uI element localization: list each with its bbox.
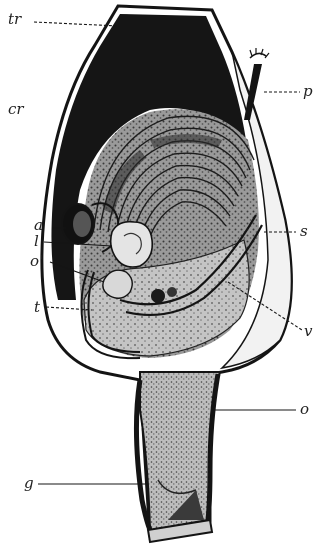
stem [136, 372, 220, 542]
label-v: v [304, 324, 312, 339]
label-o: o [300, 402, 309, 417]
lobed-structure-l [111, 222, 153, 267]
label-s: s [300, 224, 308, 239]
stalk-p [244, 48, 269, 120]
label-p: p [303, 84, 313, 99]
label-cr: cr [8, 102, 24, 117]
label-o-prime: o' [30, 254, 43, 269]
label-t: t [34, 300, 40, 315]
label-g: g [24, 476, 34, 491]
label-tr: tr [8, 12, 21, 27]
label-l: l [34, 234, 39, 249]
label-a: a [34, 218, 43, 233]
